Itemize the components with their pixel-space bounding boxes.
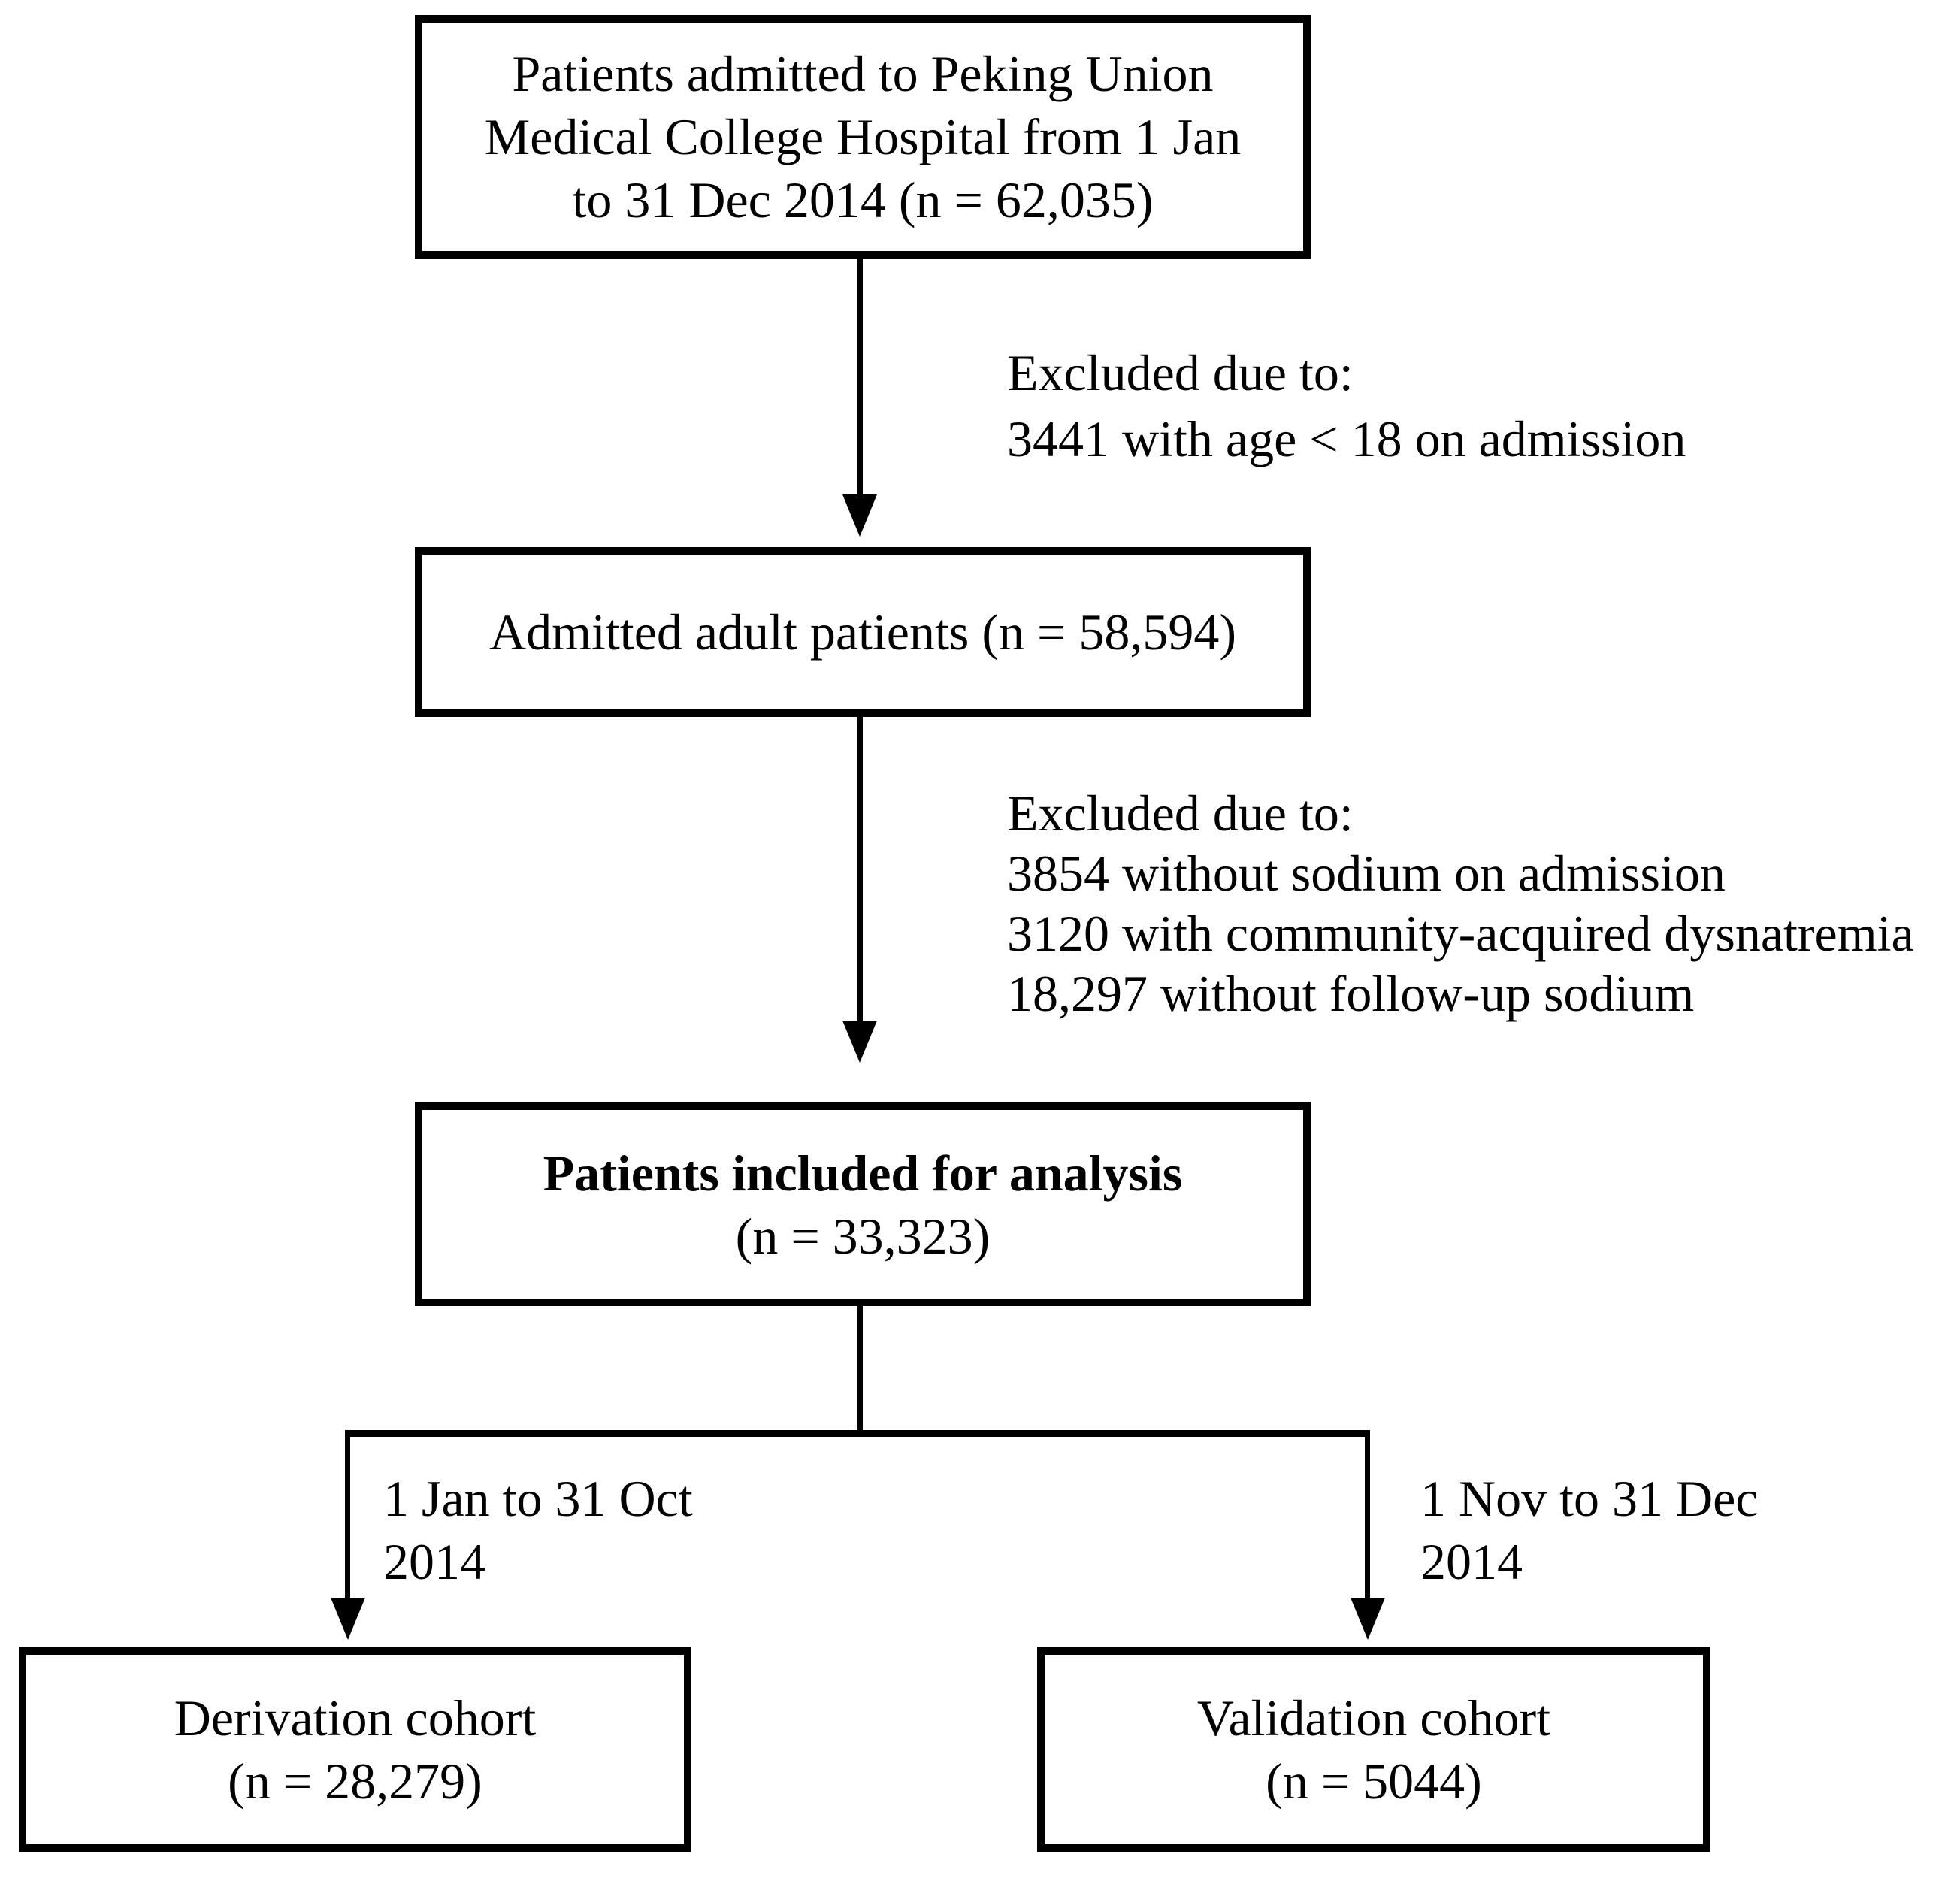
exclusion-note-2: Excluded due to: 3854 without sodium on … [1007,783,1914,1024]
right-branch-label-line: 2014 [1420,1533,1523,1590]
exclusion-note-2-item: 3854 without sodium on admission [1007,845,1726,902]
exclusion-note-1-header: Excluded due to: [1007,344,1354,401]
right-branch-line [1365,1430,1370,1599]
admitted-patients-box-line: to 31 Dec 2014 (n = 62,035) [572,171,1154,228]
analysis-box-title: Patients included for analysis [543,1144,1183,1202]
analysis-box: Patients included for analysis (n = 33,3… [415,1102,1311,1306]
exclusion-note-2-header: Excluded due to: [1007,785,1354,842]
derivation-cohort-box: Derivation cohort (n = 28,279) [19,1647,691,1852]
arrowhead-down-icon [1351,1598,1385,1640]
right-branch-label-line: 1 Nov to 31 Dec [1420,1470,1759,1527]
analysis-box-count: (n = 33,323) [735,1207,991,1265]
adult-patients-box-line: Admitted adult patients (n = 58,594) [489,603,1236,661]
arrowhead-down-icon [331,1598,365,1640]
arrowhead-down-icon [842,1021,877,1063]
left-branch-label: 1 Jan to 31 Oct 2014 [383,1467,693,1593]
derivation-cohort-title: Derivation cohort [174,1689,537,1746]
admitted-patients-box-line: Patients admitted to Peking Union [512,45,1214,102]
validation-cohort-title: Validation cohort [1196,1689,1551,1746]
validation-cohort-box: Validation cohort (n = 5044) [1037,1647,1710,1852]
exclusion-note-2-item: 3120 with community-acquired dysnatremia [1007,905,1914,962]
left-branch-line [345,1430,350,1599]
branch-stem-line [858,1306,863,1432]
exclusion-note-1: Excluded due to: 3441 with age < 18 on a… [1007,340,1686,472]
admitted-patients-box-line: Medical College Hospital from 1 Jan [484,108,1242,165]
admitted-patients-box: Patients admitted to Peking Union Medica… [415,15,1311,259]
arrowhead-down-icon [842,494,877,537]
branch-horizontal-line [345,1430,1370,1437]
exclusion-note-1-item: 3441 with age < 18 on admission [1007,410,1686,467]
right-branch-label: 1 Nov to 31 Dec 2014 [1420,1467,1758,1593]
left-branch-label-line: 1 Jan to 31 Oct [383,1470,693,1527]
connector-line-1 [858,259,863,497]
left-branch-label-line: 2014 [383,1533,485,1590]
derivation-cohort-count: (n = 28,279) [228,1752,482,1810]
validation-cohort-count: (n = 5044) [1266,1752,1482,1810]
exclusion-note-2-item: 18,297 without follow-up sodium [1007,965,1695,1022]
adult-patients-box: Admitted adult patients (n = 58,594) [415,547,1311,717]
connector-line-2 [858,717,863,1022]
